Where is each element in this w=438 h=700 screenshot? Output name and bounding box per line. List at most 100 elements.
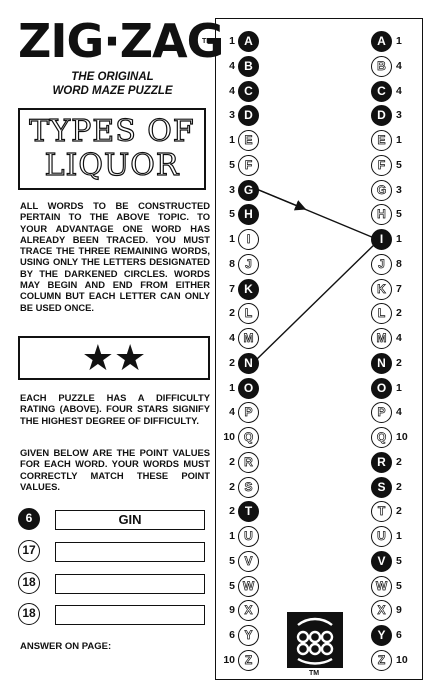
answer-field[interactable]: GIN [55,510,205,530]
point-value-badge: 17 [18,540,40,562]
left-letter-circle-u[interactable]: U [238,526,259,547]
right-letter-circle-y[interactable]: Y [371,625,392,646]
left-point-value: 5 [229,208,235,221]
difficulty-stars: ★★ [18,336,210,380]
right-point-value: 2 [396,356,402,369]
answer-field[interactable] [55,542,205,562]
left-letter-circle-j[interactable]: J [238,253,259,275]
right-point-value: 8 [396,257,402,270]
right-point-value: 2 [396,455,402,468]
left-letter-circle-z[interactable]: Z [238,649,259,671]
right-letter-circle-k[interactable]: K [371,278,392,300]
right-letter-circle-e[interactable]: E [371,130,392,151]
topic-title: TYPES OF LIQUOR [29,114,195,183]
right-letter-circle-b[interactable]: B [371,55,392,77]
right-point-value: 5 [396,579,402,592]
right-letter-circle-a[interactable]: A [371,31,392,52]
left-point-value: 4 [229,406,235,419]
right-letter-circle-p[interactable]: P [371,402,392,424]
left-point-value: 5 [229,579,235,592]
left-point-value: 2 [229,480,235,493]
right-letter-circle-f[interactable]: F [371,154,392,176]
right-point-value: 6 [396,629,402,641]
right-point-value: 1 [396,530,402,542]
left-letter-circle-f[interactable]: F [238,154,259,176]
left-letter-circle-r[interactable]: R [238,451,259,473]
left-letter-circle-o[interactable]: O [238,377,259,399]
instructions-panel: ZIG·ZAG TM THE ORIGINAL WORD MAZE PUZZLE… [0,0,224,700]
answer-row: 18 [18,572,214,598]
left-letter-circle-e[interactable]: E [238,130,259,151]
right-point-value: 10 [396,653,408,666]
left-letter-circle-k[interactable]: K [238,278,259,300]
left-letter-circle-w[interactable]: W [238,575,259,597]
left-letter-circle-p[interactable]: P [238,402,259,424]
left-letter-circle-b[interactable]: B [238,55,259,77]
left-letter-circle-i[interactable]: I [238,229,259,250]
right-point-value: 1 [396,35,402,47]
point-value-badge: 18 [18,603,40,625]
answer-row: 6 GIN [18,508,214,534]
left-point-value: 2 [229,307,235,320]
right-letter-circle-o[interactable]: O [371,377,392,399]
answer-field[interactable] [55,605,205,625]
points-text: GIVEN BELOW ARE THE POINT VALUES FOR EAC… [20,447,210,492]
left-letter-circle-c[interactable]: C [238,80,259,102]
right-point-value: 2 [396,505,402,518]
right-letter-circle-i[interactable]: I [371,229,392,250]
answer-field[interactable] [55,574,205,594]
right-point-value: 5 [396,208,402,221]
left-letter-circle-a[interactable]: A [238,31,259,52]
subtitle: THE ORIGINAL WORD MAZE PUZZLE [20,70,205,98]
right-point-value: 3 [396,183,402,196]
left-point-value: 1 [229,233,235,245]
right-letter-circle-d[interactable]: D [371,105,392,127]
left-letter-circle-t[interactable]: T [238,501,259,523]
right-letter-circle-g[interactable]: G [371,179,392,201]
left-letter-circle-v[interactable]: V [238,550,259,572]
right-point-value: 4 [396,406,402,419]
right-point-value: 9 [396,604,402,617]
right-point-value: 10 [396,431,408,443]
instructions-text: ALL WORDS TO BE CONSTRUCTED PERTAIN TO T… [20,200,210,313]
right-letter-circle-z[interactable]: Z [371,649,392,671]
right-letter-circle-x[interactable]: X [371,600,392,622]
right-letter-circle-n[interactable]: N [371,352,392,374]
left-point-value: 5 [229,158,235,171]
point-value-badge: 18 [18,572,40,594]
right-point-value: 5 [396,554,402,567]
right-letter-circle-j[interactable]: J [371,253,392,275]
left-letter-circle-n[interactable]: N [238,352,259,374]
right-letter-circle-u[interactable]: U [371,526,392,547]
left-letter-circle-y[interactable]: Y [238,625,259,646]
left-point-value: 2 [229,505,235,518]
right-point-value: 1 [396,233,402,245]
right-letter-circle-r[interactable]: R [371,451,392,473]
left-point-value: 6 [229,629,235,641]
left-letter-circle-s[interactable]: S [238,476,259,498]
right-point-value: 1 [396,134,402,146]
left-letter-circle-d[interactable]: D [238,105,259,127]
left-letter-circle-m[interactable]: M [238,328,259,349]
publisher-trademark: TM [309,670,320,677]
right-letter-circle-c[interactable]: C [371,80,392,102]
left-letter-circle-g[interactable]: G [238,179,259,201]
left-point-value: 4 [229,332,235,344]
left-point-value: 10 [223,431,235,443]
left-point-value: 1 [229,134,235,146]
subtitle-line-1: THE ORIGINAL [71,71,154,83]
left-point-value: 2 [229,455,235,468]
right-point-value: 7 [396,282,402,295]
right-letter-circle-t[interactable]: T [371,501,392,523]
right-point-value: 1 [396,381,402,394]
right-letter-circle-w[interactable]: W [371,575,392,597]
right-letter-circle-m[interactable]: M [371,328,392,349]
right-letter-circle-v[interactable]: V [371,550,392,572]
left-point-value: 2 [229,356,235,369]
point-value-badge: 6 [18,508,40,530]
left-letter-circle-x[interactable]: X [238,600,259,622]
left-letter-circle-q[interactable]: Q [238,427,259,448]
right-letter-circle-s[interactable]: S [371,476,392,498]
right-point-value: 5 [396,158,402,171]
right-letter-circle-q[interactable]: Q [371,427,392,448]
